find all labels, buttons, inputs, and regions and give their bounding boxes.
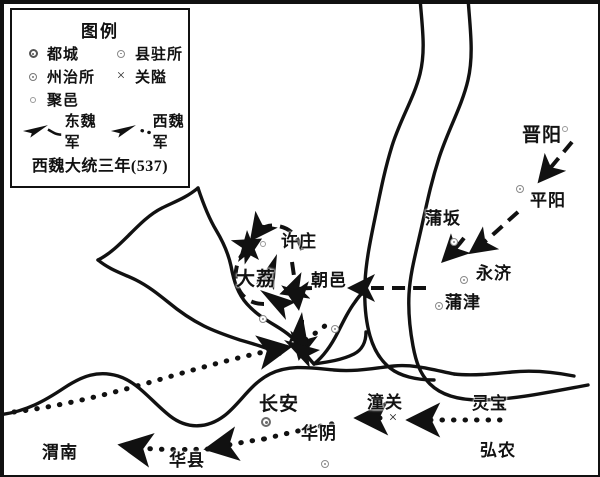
legend-label: 州治所 — [47, 70, 96, 86]
legend-label: 聚邑 — [47, 93, 80, 109]
ww-route-weinan-huaxian — [117, 433, 211, 468]
circle-dot-icon — [460, 276, 468, 284]
legend-label: 西魏军 — [152, 114, 185, 151]
legend-entry-western-wei: 西魏军 — [100, 110, 188, 152]
legend-label: 都城 — [47, 47, 80, 63]
legend-row: 聚邑 — [12, 88, 188, 111]
legend-date: 西魏大统三年(537) — [31, 158, 169, 175]
ew-route-chaoyi-dali — [279, 272, 313, 299]
small-circle-icon — [24, 96, 42, 103]
western-wei-army-routes — [11, 335, 503, 468]
place-label: 平阳 — [530, 191, 566, 210]
river-luo-south-branch — [96, 258, 282, 356]
place-label: 华县 — [169, 451, 205, 470]
legend-label: 县驻所 — [135, 47, 184, 63]
circle-dot-icon — [321, 460, 329, 468]
dotted-arrow-icon — [110, 125, 151, 138]
river-luo-north-branch — [96, 186, 200, 262]
legend-label: 关隘 — [135, 70, 168, 86]
circle-dot-icon — [24, 72, 42, 81]
place-label: 蒲津 — [445, 293, 481, 312]
place-label: 长安 — [259, 394, 300, 415]
place-label: 渭南 — [42, 443, 78, 462]
ew-route-xuzhuang-loop — [249, 210, 304, 251]
river-sandyuan-east-edge — [312, 330, 368, 366]
sandyuan-engagement-arrows — [238, 230, 320, 368]
place-label: 华阴 — [301, 424, 337, 443]
river-wei — [2, 363, 456, 428]
legend-row: 州治所 × 关隘 — [12, 65, 188, 88]
place-label: 弘农 — [480, 441, 516, 460]
circle-dot-icon — [112, 49, 130, 58]
map-legend: 图例 都城 县驻所 州治所 × 关隘 — [10, 8, 190, 188]
circle-dot-icon — [516, 185, 524, 193]
ew-route-puban-pujin — [441, 233, 471, 263]
arrow-north-dali — [238, 230, 259, 262]
cross-icon: × — [388, 409, 398, 426]
legend-label: 东魏军 — [64, 114, 97, 151]
ew-route-south-thrust — [281, 261, 309, 311]
legend-army-key: 东魏军 西魏军 — [12, 114, 188, 151]
legend-symbol-grid: 都城 县驻所 州治所 × 关隘 — [12, 42, 188, 111]
arrow-down-center — [288, 312, 308, 346]
arrow-southeast-main — [260, 290, 296, 320]
legend-entry-eastern-wei: 东魏军 — [12, 110, 100, 152]
river-yellow-west-bank — [363, 2, 436, 382]
ew-route-jinyang-pingyang — [537, 140, 574, 184]
place-label: 永济 — [476, 264, 512, 283]
place-label: 大荔 — [236, 269, 277, 290]
ew-route-pingyang-puban — [468, 210, 520, 255]
river-layer — [2, 2, 590, 428]
circle-dot-icon — [435, 302, 443, 310]
legend-entry-prefecture: 州治所 — [12, 66, 100, 87]
place-label: 蒲坂 — [425, 209, 461, 228]
cross-icon: × — [116, 68, 126, 84]
circle-dot-icon — [331, 325, 339, 333]
place-label: 灵宝 — [472, 394, 508, 413]
place-label: 晋阳 — [522, 125, 563, 146]
legend-entry-town: 聚邑 — [12, 89, 100, 110]
river-wei-east-continuation — [452, 369, 576, 378]
double-circle-icon — [261, 417, 271, 427]
legend-entry-county: 县驻所 — [100, 43, 188, 64]
legend-entry-pass: × 关隘 — [100, 66, 188, 87]
river-yellow-east-bank — [407, 2, 590, 402]
arrow-south-chaoyi — [256, 254, 277, 290]
small-circle-icon — [562, 126, 568, 132]
ww-route-huaxian-east — [203, 426, 267, 461]
place-label: 朝邑 — [311, 271, 347, 290]
dashed-arrow-icon — [22, 125, 62, 138]
legend-row: 都城 县驻所 — [12, 42, 188, 65]
legend-title: 图例 — [81, 22, 119, 41]
place-label: 许庄 — [281, 232, 317, 251]
circle-dot-icon — [450, 238, 458, 246]
double-circle-icon — [24, 49, 42, 58]
place-layer: 晋阳平阳蒲坂永济蒲津许庄大荔朝邑长安华阴×潼关灵宝弘农渭南华县 — [2, 2, 598, 469]
small-circle-icon — [260, 241, 266, 247]
arrow-east-push — [284, 340, 320, 368]
legend-entry-capital: 都城 — [12, 43, 100, 64]
circle-dot-icon — [259, 315, 267, 323]
ww-route-huayin-north — [11, 335, 293, 415]
place-label: 潼关 — [367, 393, 403, 412]
